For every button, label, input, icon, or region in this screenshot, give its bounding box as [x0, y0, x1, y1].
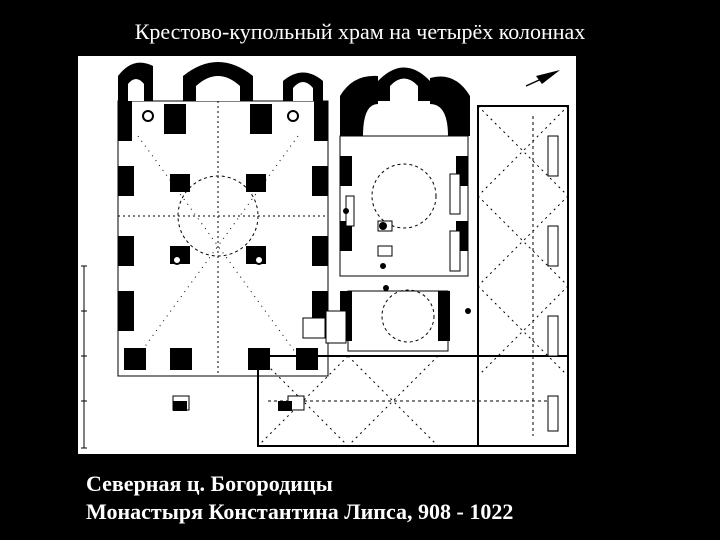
- caption-line-1: Северная ц. Богородицы: [86, 471, 333, 496]
- floor-plan: [78, 56, 576, 454]
- caption-line-2: Монастыря Константина Липса, 908 - 1022: [86, 499, 514, 524]
- slide-title: Крестово-купольный храм на четырёх колон…: [134, 19, 586, 44]
- floor-plan-drawing: [78, 56, 576, 454]
- scale-bar-icon: [81, 265, 87, 449]
- caption: Северная ц. Богородицы Монастыря Констан…: [86, 470, 686, 526]
- north-arrow-icon: [525, 70, 560, 87]
